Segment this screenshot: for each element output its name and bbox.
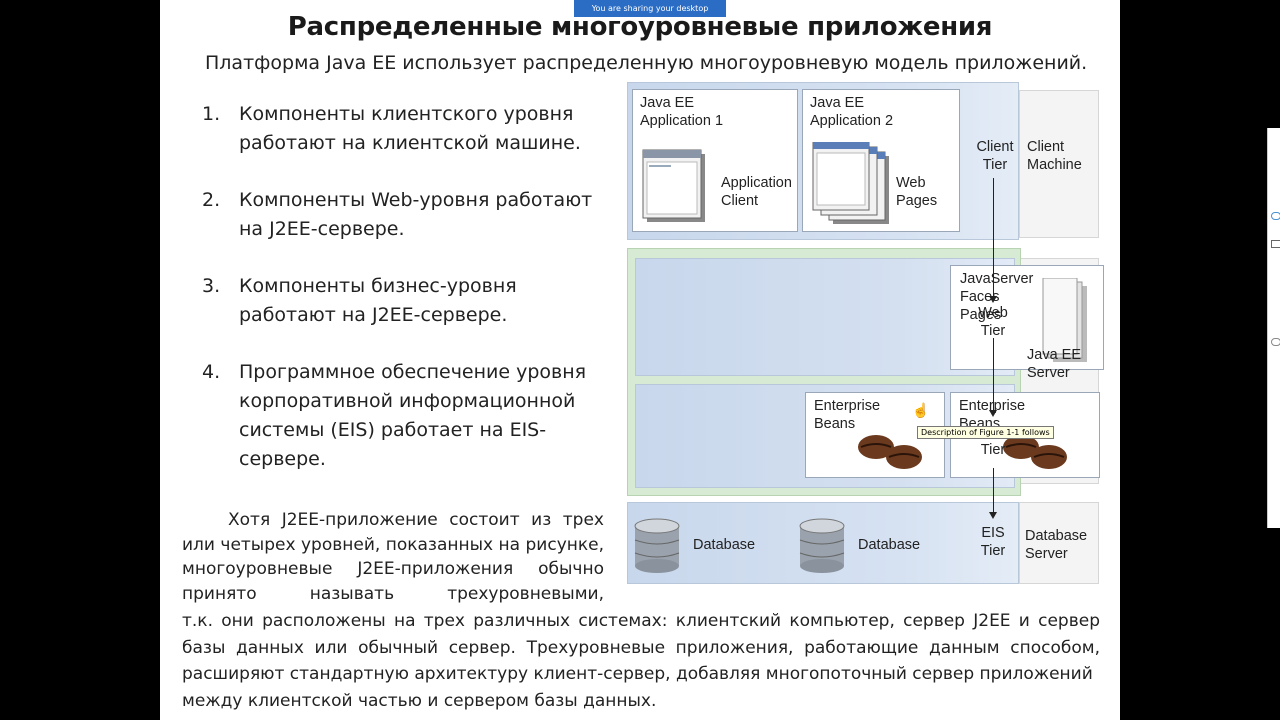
radio-icon (1271, 212, 1280, 220)
client-machine-box (1019, 90, 1099, 238)
checkbox-icon (1271, 240, 1280, 248)
coffee-beans-icon (1003, 435, 1067, 469)
database-server-box (1019, 502, 1099, 584)
arrow-line (993, 338, 994, 412)
eis-tier-label: EIS Tier (980, 525, 1006, 559)
web-pages-icon (812, 142, 889, 224)
database-label-2: Database (858, 537, 921, 553)
list-text: Программное обеспечение уровня корпорати… (239, 361, 587, 470)
application-window-icon (642, 149, 705, 222)
slide-subtitle: Платформа Java EE использует распределен… (205, 52, 1088, 74)
client-tier-label: Client Tier (976, 139, 1014, 173)
enterprise-beans-card-1: Enterprise Beans (805, 392, 945, 478)
list-number: 1. (202, 103, 221, 125)
java-ee-application-1-card: Java EE Application 1 Application Client (632, 89, 798, 232)
list-number: 3. (202, 275, 221, 297)
radio-icon (1271, 338, 1280, 346)
tier-list: 1. Компоненты клиентского уровня работаю… (202, 100, 612, 502)
documents-icon (1042, 278, 1087, 362)
web-pages-label: Web Pages (896, 175, 938, 209)
slide: Распределенные многоуровневые приложения… (160, 0, 1120, 720)
list-number: 2. (202, 189, 221, 211)
side-window-edge (1267, 128, 1280, 528)
business-tier-label: Tier (980, 442, 1006, 458)
list-text: Компоненты клиентского уровня работают н… (239, 103, 581, 154)
multitier-diagram: Java EE Application 1 Application Client… (625, 82, 1104, 587)
list-number: 4. (202, 361, 221, 383)
database-icon-1 (634, 518, 680, 573)
client-machine-label: Client Machine (1027, 139, 1082, 173)
arrow-head (989, 410, 997, 417)
list-item: 2. Компоненты Web-уровня работают на J2E… (202, 186, 612, 244)
arrow-head (989, 512, 997, 519)
java-ee-server-label: Java EE Server (1027, 347, 1081, 381)
web-tier-label: Web Tier (978, 305, 1008, 339)
paragraph-last-line: между клиентской частью и сервером базы … (182, 690, 657, 711)
arrow-head (989, 296, 997, 303)
arrow-line (993, 468, 994, 514)
database-server-label: Database Server (1025, 528, 1088, 562)
java-ee-application-2-card: Java EE Application 2 Web Pages (802, 89, 960, 232)
sharing-indicator: You are sharing your desktop (574, 0, 726, 17)
hand-cursor-icon: ☝ (912, 402, 930, 418)
app1-title: Java EE Application 1 (640, 95, 724, 129)
database-icon-2 (799, 518, 845, 573)
list-item: 1. Компоненты клиентского уровня работаю… (202, 100, 612, 158)
application-client-label: Application Client (721, 175, 792, 209)
enterprise-beans-label: Enterprise Beans (814, 398, 881, 432)
figure-tooltip: Description of Figure 1-1 follows (917, 426, 1054, 439)
list-item: 4. Программное обеспечение уровня корпор… (202, 358, 612, 474)
coffee-beans-icon (858, 435, 922, 469)
paragraph-body: т.к. они расположены на трех различных с… (182, 611, 1100, 684)
slide-title: Распределенные многоуровневые приложения (287, 12, 993, 42)
arrow-line (993, 178, 994, 298)
list-item: 3. Компоненты бизнес-уровня работают на … (202, 272, 612, 330)
list-text: Компоненты бизнес-уровня работают на J2E… (239, 275, 517, 326)
database-label-1: Database (693, 537, 756, 553)
app2-title: Java EE Application 2 (810, 95, 894, 129)
paragraph-continuation: т.к. они расположены на трех различных с… (182, 608, 1100, 714)
paragraph-intro: Хотя J2EE-приложение состоит из трех или… (182, 510, 604, 604)
list-text: Компоненты Web-уровня работают на J2EE-с… (239, 189, 593, 240)
jsf-pages-card: JavaServer Faces Pages (950, 265, 1104, 370)
